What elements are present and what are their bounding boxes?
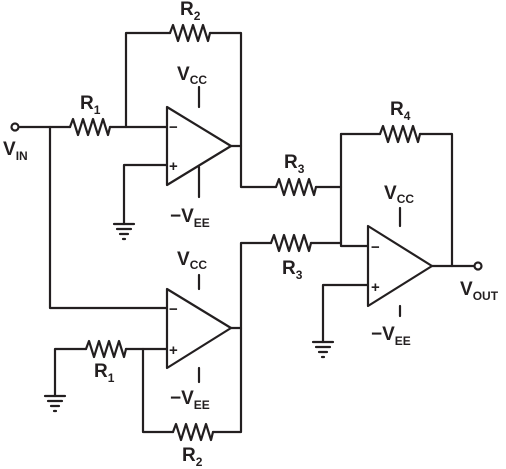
resistor-r4 bbox=[378, 124, 422, 144]
ground-symbol-bottom bbox=[43, 394, 67, 413]
wire-r2-bottom-return bbox=[211, 326, 243, 434]
op-amp-top-minus: − bbox=[169, 119, 178, 136]
ground-symbol-top bbox=[112, 222, 136, 241]
op-amp-bottom-body bbox=[165, 287, 233, 370]
op-amp-bottom: − + bbox=[165, 287, 233, 370]
label-vcc-top: VCC bbox=[177, 64, 207, 87]
resistor-r3-top bbox=[274, 177, 318, 197]
vin-terminal bbox=[10, 122, 20, 132]
op-amp-difference-minus: − bbox=[371, 239, 380, 256]
wire-bottom-out bbox=[229, 241, 273, 330]
resistor-r2-bottom bbox=[171, 422, 215, 442]
wire-diff-plus-gnd bbox=[321, 283, 370, 344]
label-vee-top: −VEE bbox=[170, 206, 210, 230]
wire-diff-minus bbox=[339, 132, 370, 248]
op-amp-bottom-minus: − bbox=[169, 301, 178, 318]
label-vcc-difference: VCC bbox=[384, 183, 414, 206]
resistor-r1-bottom bbox=[84, 339, 128, 359]
wire-r2-top-return bbox=[208, 31, 243, 148]
resistor-r1-top bbox=[68, 117, 112, 137]
label-r2-top: R2 bbox=[180, 0, 201, 23]
ground-symbol-difference bbox=[311, 340, 335, 359]
wire-r1-bottom-left bbox=[53, 347, 88, 398]
op-amp-difference-body bbox=[366, 224, 434, 308]
label-vout: VOUT bbox=[460, 279, 499, 303]
wire-r2-bottom-loop bbox=[141, 347, 175, 434]
wire-vin-down bbox=[48, 125, 169, 310]
label-r4: R4 bbox=[390, 99, 411, 123]
resistors bbox=[68, 23, 422, 442]
wire-top-plus-gnd bbox=[122, 163, 169, 226]
resistor-r2-top bbox=[168, 23, 212, 43]
op-amp-top: − + bbox=[165, 105, 233, 187]
junction-nodes bbox=[10, 122, 483, 271]
wire-top-out bbox=[229, 144, 278, 189]
op-amp-top-plus: + bbox=[169, 158, 178, 175]
vout-terminal bbox=[473, 261, 483, 271]
resistor-r3-bottom bbox=[269, 233, 313, 253]
label-vee-difference: −VEE bbox=[371, 324, 411, 348]
label-vcc-bottom: VCC bbox=[177, 249, 207, 272]
op-amp-difference-plus: + bbox=[371, 279, 380, 296]
op-amp-difference: − + bbox=[366, 224, 434, 308]
label-vee-bottom: −VEE bbox=[170, 388, 210, 412]
label-r1-bottom: R1 bbox=[94, 361, 115, 385]
wire-r4-right bbox=[418, 132, 454, 268]
label-r3-bottom: R3 bbox=[282, 258, 303, 282]
label-r2-bottom: R2 bbox=[182, 445, 203, 469]
label-vin: VIN bbox=[3, 139, 28, 163]
op-amp-top-body bbox=[165, 105, 233, 187]
component-labels: R2 R1 VCC VIN −VEE R3 R4 VCC R3 bbox=[3, 0, 499, 469]
wire-r2-top-loop bbox=[124, 31, 172, 129]
label-r1-top: R1 bbox=[80, 93, 101, 117]
wires bbox=[18, 31, 476, 434]
label-r3-top: R3 bbox=[284, 152, 305, 176]
op-amp-bottom-plus: + bbox=[169, 342, 178, 359]
